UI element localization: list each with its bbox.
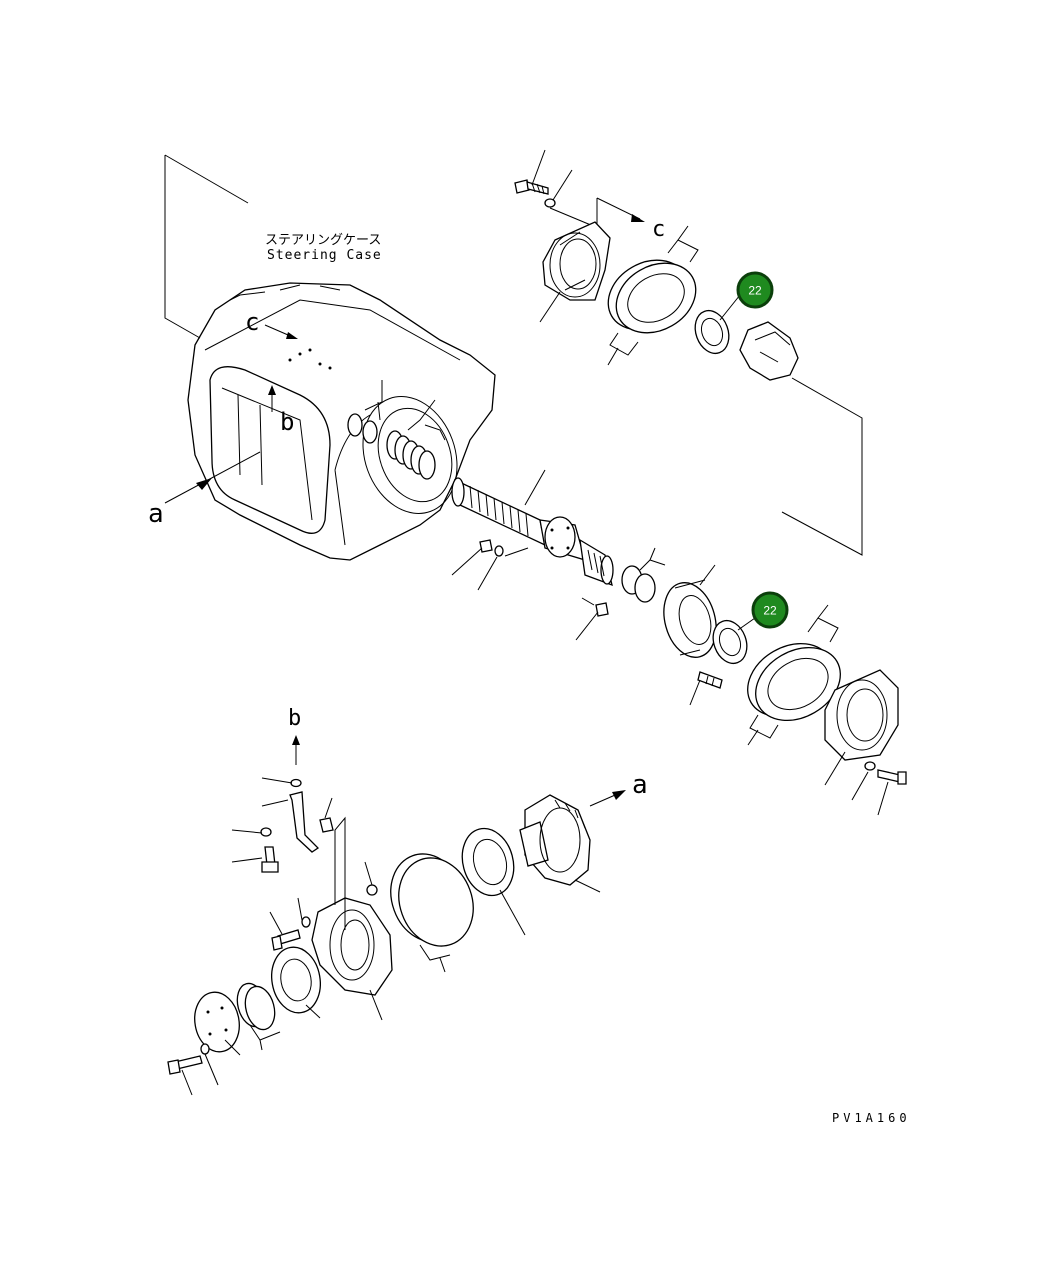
ref-letter-a-case: a bbox=[148, 499, 164, 529]
o-ring-1 bbox=[347, 413, 363, 437]
case-name-label: ステアリングケース Steering Case bbox=[265, 233, 382, 263]
upper-nut bbox=[739, 321, 799, 381]
steering-case-housing bbox=[164, 154, 496, 561]
lower-retainer-housing bbox=[311, 816, 393, 1021]
lower-end-bolt bbox=[167, 1043, 219, 1096]
lube-pipe-assembly bbox=[231, 777, 334, 873]
shaft-plug bbox=[575, 597, 609, 641]
lower-o-rings bbox=[621, 547, 666, 603]
ref-letter-a-lower: a bbox=[632, 770, 648, 800]
case-label-japanese: ステアリングケース bbox=[265, 233, 381, 248]
upper-bearing-inner bbox=[694, 294, 741, 355]
lower-bearing-inner bbox=[712, 617, 756, 665]
callout-22-upper-circle bbox=[736, 271, 774, 309]
callout-22-upper: 22 bbox=[736, 271, 774, 309]
ref-letter-c-case: c bbox=[245, 308, 259, 336]
lower-bolt-mid bbox=[689, 671, 723, 706]
lower-cover-cage bbox=[824, 669, 899, 786]
ref-letter-b-case: b bbox=[280, 408, 294, 436]
lower-bearing-cage bbox=[663, 564, 717, 658]
upper-shim-set bbox=[607, 225, 699, 366]
upper-bolt bbox=[514, 149, 549, 195]
callout-22-lower-number: 22 bbox=[763, 604, 777, 618]
output-shaft bbox=[451, 469, 614, 587]
o-ring-2 bbox=[362, 420, 378, 444]
lower-washer-bolt bbox=[851, 761, 907, 816]
bevel-gear bbox=[519, 794, 601, 893]
callout-22-lower-circle bbox=[751, 591, 789, 629]
case-label-english: Steering Case bbox=[267, 248, 382, 263]
ref-letter-c-upper: c bbox=[652, 217, 665, 242]
drawing-code: PV1A160 bbox=[832, 1111, 911, 1125]
lower-bearing-outer bbox=[271, 946, 321, 1019]
callout-22-upper-number: 22 bbox=[748, 284, 762, 298]
internal-gear-stack bbox=[386, 430, 436, 480]
lower-bearing-large bbox=[461, 827, 526, 936]
upper-washer bbox=[544, 169, 573, 208]
lower-left-bolts bbox=[269, 861, 378, 951]
lower-end-plate bbox=[194, 991, 241, 1056]
callout-22-lower: 22 bbox=[751, 591, 789, 629]
ref-letter-b-lower: b bbox=[288, 706, 301, 731]
upper-bearing-cage bbox=[539, 221, 611, 323]
lower-shim-set bbox=[747, 604, 841, 746]
lower-seal-ring bbox=[390, 853, 474, 973]
shaft-nut-washer bbox=[451, 539, 529, 591]
lower-shim-small bbox=[236, 982, 281, 1051]
